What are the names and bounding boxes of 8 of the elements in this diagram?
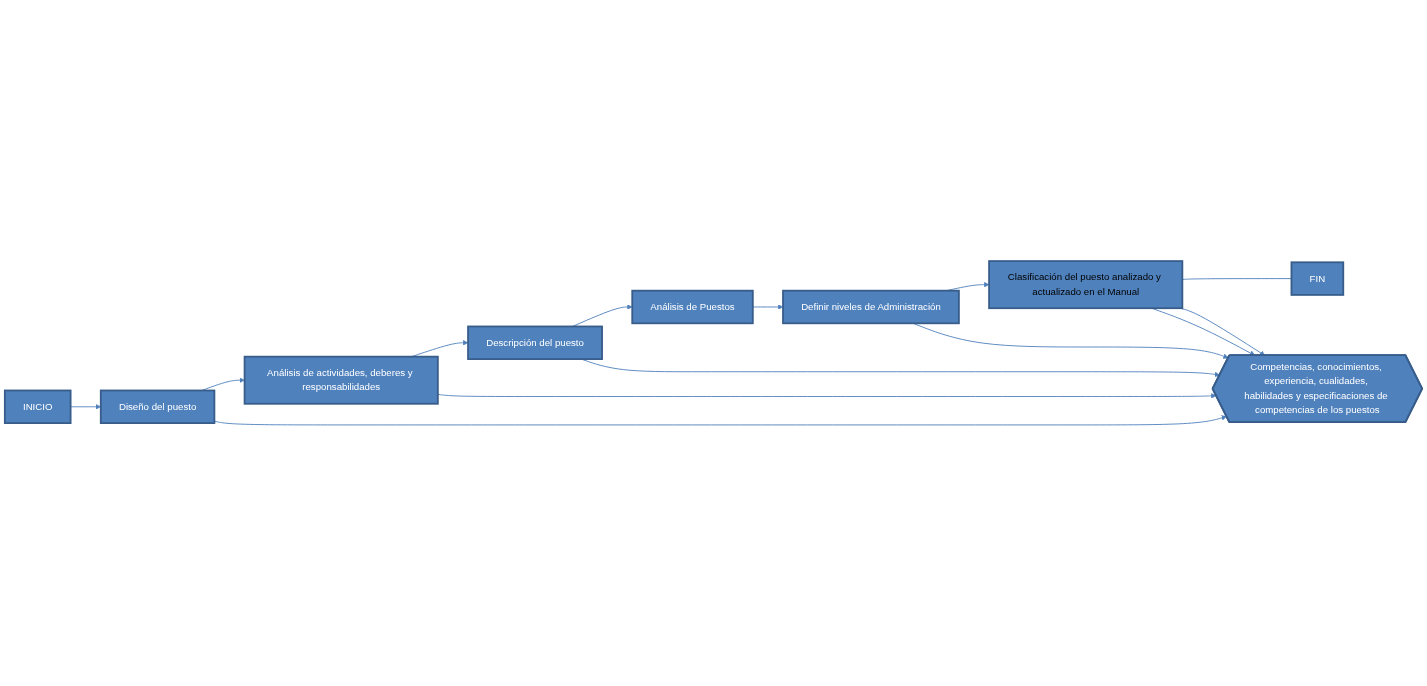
node-box: Análisis de actividades, deberes y responsabilidades bbox=[243, 355, 439, 405]
node-box: Clasificación del puesto analizado y actualizado en el Manual bbox=[988, 260, 1184, 310]
node-box: INICIO bbox=[3, 389, 72, 424]
node-box: Diseño del puesto bbox=[99, 389, 216, 424]
node-box: Descripción del puesto bbox=[467, 325, 603, 360]
node-box: Definir niveles de Administración bbox=[782, 289, 960, 325]
node-box: Análisis de Puestos bbox=[631, 289, 754, 325]
node-box: FIN bbox=[1290, 261, 1345, 296]
